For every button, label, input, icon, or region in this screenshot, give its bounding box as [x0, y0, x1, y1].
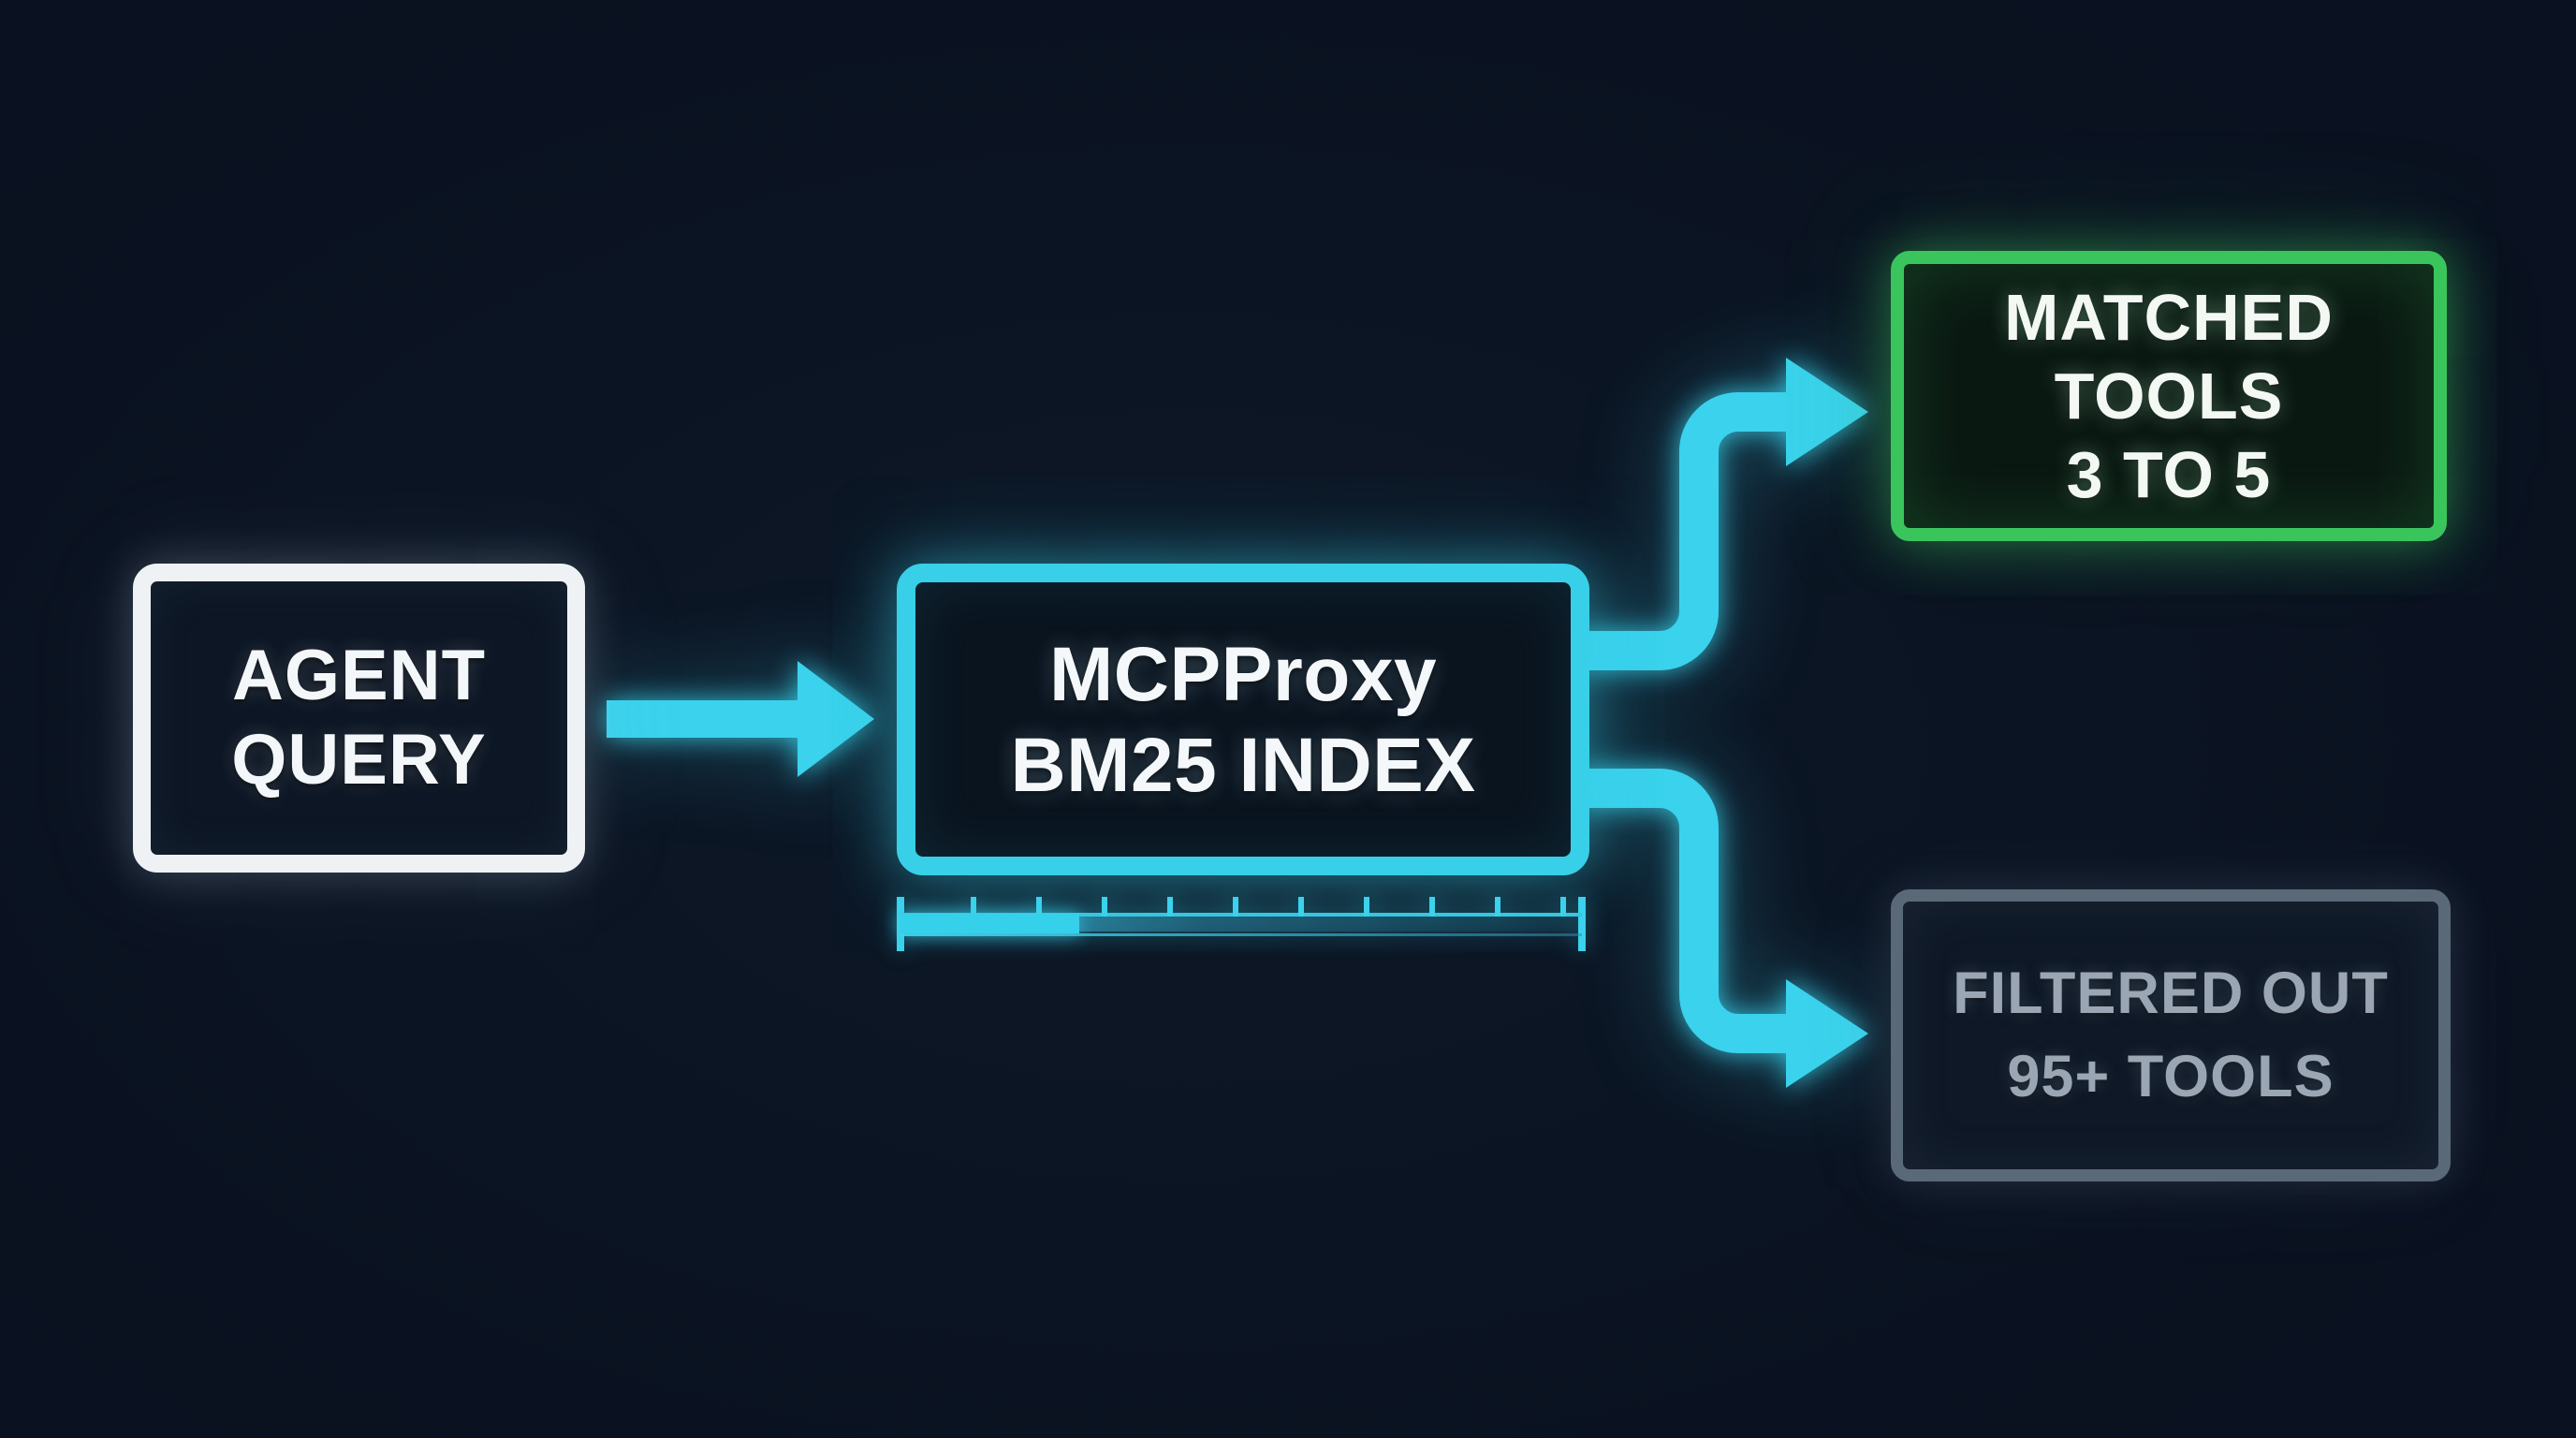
- filtered-out-node: FILTERED OUT 95+ TOOLS: [1891, 889, 2451, 1181]
- arrow-index-to-filtered-icon: [1582, 769, 1868, 1088]
- gauge-tick: [1560, 897, 1566, 917]
- filtered-out-label-line2: 95+ TOOLS: [2007, 1044, 2334, 1109]
- gauge-tick: [971, 897, 976, 917]
- agent-query-label-line1: AGENT: [232, 636, 486, 715]
- gauge-tick: [1036, 897, 1042, 917]
- bm25-score-gauge: [897, 895, 1586, 955]
- gauge-tick: [1495, 897, 1500, 917]
- gauge-tick: [1102, 897, 1107, 917]
- arrow-index-to-matched-icon: [1582, 358, 1868, 670]
- filtered-out-label-line1: FILTERED OUT: [1953, 961, 2389, 1026]
- agent-query-label-line2: QUERY: [231, 720, 487, 800]
- gauge-bottom-rail: [900, 933, 1582, 936]
- gauge-right-cap: [1578, 897, 1586, 951]
- mcpproxy-label-line2: BM25 INDEX: [1010, 722, 1476, 808]
- gauge-top-rail: [900, 913, 1582, 917]
- gauge-tick: [1167, 897, 1173, 917]
- arrow-query-to-index-icon: [607, 661, 874, 777]
- gauge-tick: [1233, 897, 1238, 917]
- gauge-tick: [1429, 897, 1435, 917]
- matched-tools-label-line2: TOOLS: [2054, 360, 2284, 433]
- mcpproxy-label-line1: MCPProxy: [1048, 631, 1438, 717]
- matched-tools-label-line1: MATCHED: [2004, 281, 2334, 354]
- gauge-fill: [900, 914, 1080, 933]
- matched-tools-node: MATCHED TOOLS 3 TO 5: [1891, 251, 2447, 541]
- gauge-tick: [1298, 897, 1304, 917]
- matched-tools-label-line3: 3 TO 5: [2066, 438, 2272, 511]
- gauge-tick: [1364, 897, 1369, 917]
- mcpproxy-index-node: MCPProxy BM25 INDEX: [897, 564, 1589, 875]
- agent-query-node: AGENT QUERY: [133, 564, 585, 873]
